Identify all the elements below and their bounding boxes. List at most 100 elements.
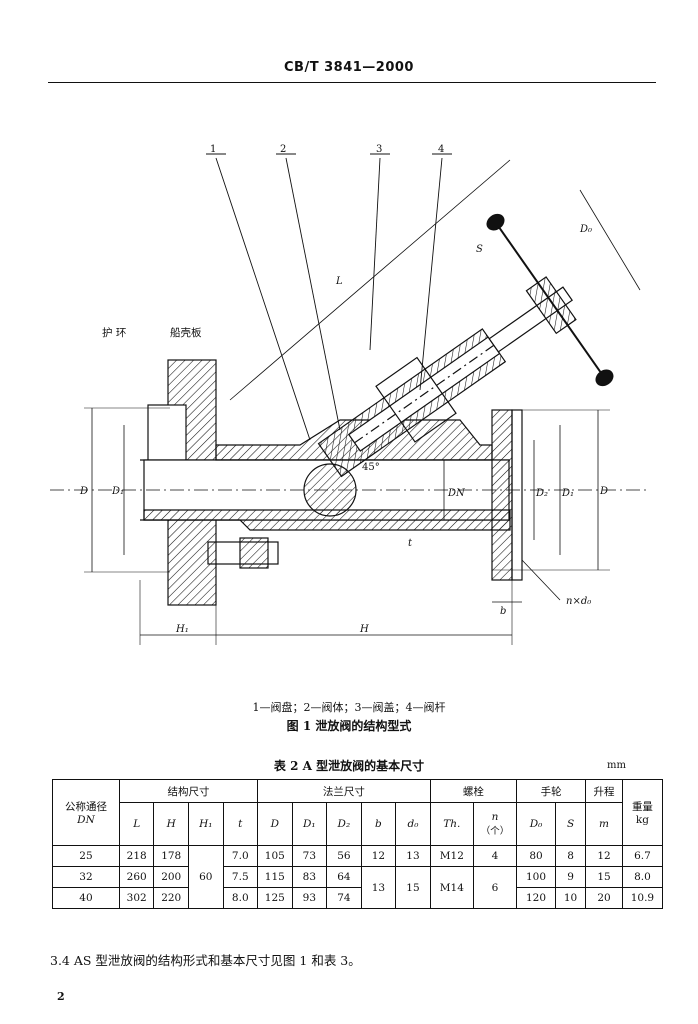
label-L: L [335,276,343,287]
cell-L: 260 [118,866,155,888]
col-D2: D₂ [326,802,362,846]
cell-b-merged: 13 [360,866,397,909]
col-n: n （个） [472,802,518,846]
col-S: S [554,802,587,846]
cell-m: 20 [585,887,623,909]
label-ring: 护 环 [102,326,126,339]
cell-D: 105 [257,845,293,867]
cell-d0-merged: 15 [395,866,431,909]
label-D2-right: D₂ [535,488,548,499]
label-D-left: D [79,486,88,497]
cell-H1: 60 [187,845,224,909]
group-bolt: 螺栓 [429,779,518,803]
cell-H: 200 [153,866,189,888]
table-title: 表 2 A 型泄放阀的基本尺寸 [273,759,425,773]
cell-L: 302 [118,887,155,909]
header-rule [48,82,656,83]
col-t: t [222,802,259,846]
valve-drawing: 1 2 3 4 护 环 船壳板 L S D₀ 45° DN D D₁ D₂ D … [50,144,650,645]
label-b: b [500,606,506,617]
col-n-unit: （个） [480,826,510,837]
col-D: D [257,802,293,846]
label-angle: 45° [362,462,380,473]
group-struct: 结构尺寸 [118,779,259,803]
col-H1: H₁ [187,802,224,846]
cell-H: 220 [153,887,189,909]
cell-D0: 80 [516,845,556,867]
cell-Th-merged: M14 [429,866,474,909]
label-H: H [359,624,369,635]
cell-D1: 83 [291,866,328,888]
callout-2: 2 [280,144,286,155]
cell-dn: 32 [52,866,120,888]
col-mass: 重量 kg [621,779,664,846]
label-D0: D₀ [579,224,592,235]
cell-m: 15 [585,866,623,888]
cell-dn: 40 [52,887,120,909]
callout-1: 1 [210,144,216,155]
cell-H: 178 [153,845,189,867]
cell-S: 9 [554,866,587,888]
cell-D1: 73 [291,845,328,867]
col-n-symbol: n [491,811,499,823]
label-t: t [408,538,413,549]
cell-b: 12 [360,845,397,867]
cell-t: 7.0 [222,845,259,867]
table-row: 40 302 220 8.0 125 93 74 120 10 20 10.9 [52,887,664,909]
figure-title: 图 1 泄放阀的结构型式 [286,719,412,733]
cell-dn: 25 [52,845,120,867]
col-d0: d₀ [395,802,431,846]
group-wheel: 手轮 [516,779,587,803]
cell-D2: 74 [326,887,362,909]
dimensions-table: 公称通径 DN 结构尺寸 法兰尺寸 螺栓 手轮 升程 重量 kg L H H₁ … [52,779,664,909]
group-flange: 法兰尺寸 [257,779,431,803]
label-S: S [476,244,483,255]
cell-L: 218 [118,845,155,867]
col-dn-symbol: DN [77,814,95,826]
figure-legend: 1—阀盘；2—阀体；3—阀盖；4—阀杆 [252,701,446,714]
col-dn: 公称通径 DN [52,779,120,846]
cell-Th: M12 [429,845,474,867]
cell-m: 12 [585,845,623,867]
col-Th: Th. [429,802,474,846]
callout-3: 3 [376,144,382,155]
cell-mass: 10.9 [621,887,664,909]
cell-D2: 56 [326,845,362,867]
label-D-right: D [599,486,608,497]
label-plate: 船壳板 [170,326,202,339]
label-DN: DN [447,488,466,499]
label-H1: H₁ [175,624,189,635]
cell-D2: 64 [326,866,362,888]
page-header: CB/T 3841—2000 [284,60,414,75]
cell-S: 8 [554,845,587,867]
cell-t: 8.0 [222,887,259,909]
col-D0: D₀ [516,802,556,846]
label-D1-left: D₁ [111,486,124,497]
table-row: 25 218 178 60 7.0 105 73 56 12 13 M12 4 … [52,845,664,909]
cell-D1: 93 [291,887,328,909]
group-lift: 升程 [585,779,623,803]
table-row: 32 260 200 7.5 115 83 64 13 15 M14 6 100… [52,866,664,909]
cell-D0: 120 [516,887,556,909]
page-number: 2 [57,990,65,1003]
cell-mass: 8.0 [621,866,664,888]
cell-n-merged: 6 [472,866,518,909]
col-mass-unit: kg [635,814,649,826]
clause-3-4: 3.4 AS 型泄放阀的结构形式和基本尺寸见图 1 和表 3。 [50,953,361,968]
col-dn-label: 公称通径 [64,801,107,813]
col-L: L [118,802,155,846]
cell-S: 10 [554,887,587,909]
label-holes: n×d₀ [566,596,591,607]
cell-t: 7.5 [222,866,259,888]
cell-D0: 100 [516,866,556,888]
cell-n: 4 [472,845,518,867]
cell-D: 115 [257,866,293,888]
col-mass-label: 重量 [631,801,653,813]
cell-d0: 13 [395,845,431,867]
col-H: H [153,802,189,846]
table-unit: mm [607,760,626,771]
cell-D: 125 [257,887,293,909]
callout-4: 4 [438,144,444,155]
cell-mass: 6.7 [621,845,664,867]
col-m: m [585,802,623,846]
